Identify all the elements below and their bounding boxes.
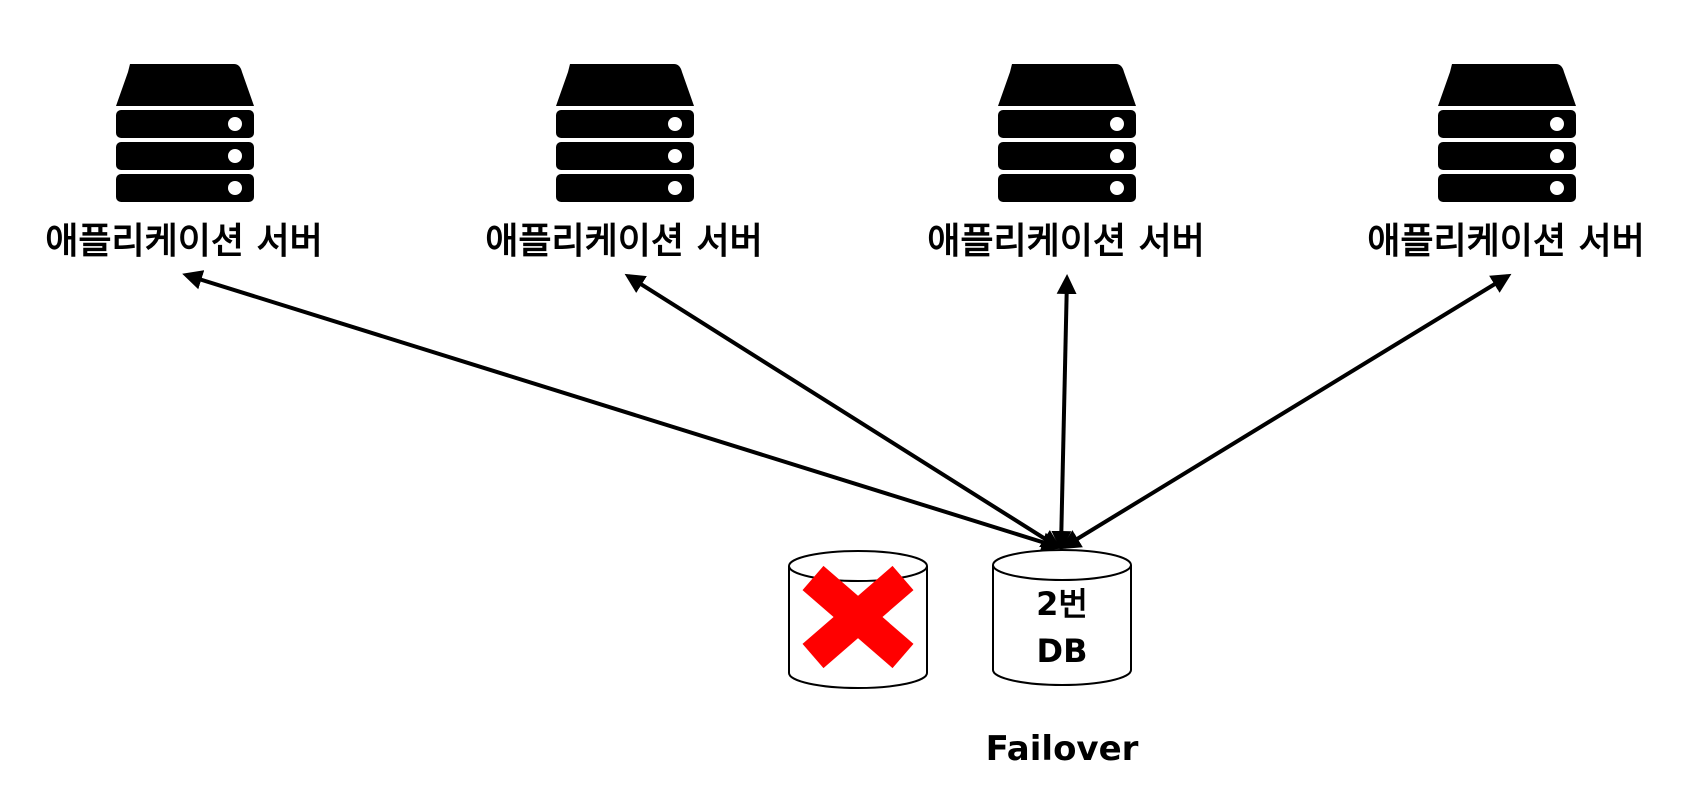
server-label: 애플리케이션 서버 bbox=[485, 221, 763, 262]
failed-x-icon bbox=[802, 565, 914, 669]
server-icon bbox=[116, 64, 254, 202]
failover-caption: Failover bbox=[986, 729, 1139, 769]
database-icon bbox=[992, 549, 1132, 686]
server-label: 애플리케이션 서버 bbox=[45, 221, 323, 262]
server-node-2: 애플리케이션 서버 bbox=[485, 64, 763, 262]
server-label: 애플리케이션 서버 bbox=[927, 221, 1205, 262]
connection-arrow-1 bbox=[182, 270, 1062, 552]
server-icon bbox=[556, 64, 694, 202]
server-label: 애플리케이션 서버 bbox=[1367, 221, 1645, 262]
active-database: 2번 DB bbox=[992, 549, 1132, 686]
db-label-line2: DB bbox=[1037, 632, 1088, 670]
connection-arrow-2 bbox=[624, 273, 1062, 550]
connection-arrow-4 bbox=[1060, 273, 1512, 550]
failed-database bbox=[788, 550, 928, 689]
server-node-4: 애플리케이션 서버 bbox=[1367, 64, 1645, 262]
server-node-3: 애플리케이션 서버 bbox=[927, 64, 1205, 262]
server-node-1: 애플리케이션 서버 bbox=[45, 64, 323, 262]
db-label-line1: 2번 bbox=[1036, 585, 1088, 623]
server-icon bbox=[1438, 64, 1576, 202]
connection-arrow-3 bbox=[1051, 274, 1077, 551]
server-icon bbox=[998, 64, 1136, 202]
connections bbox=[182, 270, 1512, 552]
